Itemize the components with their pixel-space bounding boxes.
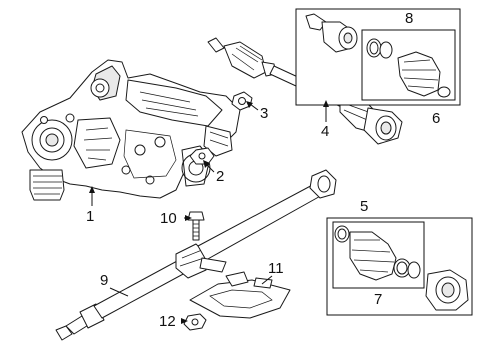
bolt-part-10[interactable]: [187, 211, 205, 241]
callout-2: 2: [216, 168, 224, 185]
callout-7: 7: [374, 291, 382, 308]
callout-8: 8: [405, 10, 413, 27]
cv-joint-kit-box-8[interactable]: [295, 8, 461, 106]
rear-differential-part[interactable]: [21, 59, 241, 201]
cv-joint-kit-box-5[interactable]: [326, 217, 473, 316]
callout-11: 11: [268, 260, 284, 277]
leader-lines: [89, 100, 329, 324]
nut-part-12[interactable]: [183, 313, 207, 331]
callout-1: 1: [86, 208, 94, 225]
callout-6: 6: [432, 110, 440, 127]
callout-5: 5: [360, 198, 368, 215]
drive-shaft-part-9[interactable]: [55, 169, 337, 341]
callout-3: 3: [260, 105, 268, 122]
callout-12: 12: [159, 313, 176, 330]
callout-labels: 1 2 3 4 5 6 7 8 9 10 11 12: [86, 10, 440, 330]
callout-10: 10: [160, 210, 177, 227]
callout-4: 4: [321, 123, 329, 140]
callout-9: 9: [100, 272, 108, 289]
heat-shield-part-11[interactable]: [189, 271, 291, 319]
